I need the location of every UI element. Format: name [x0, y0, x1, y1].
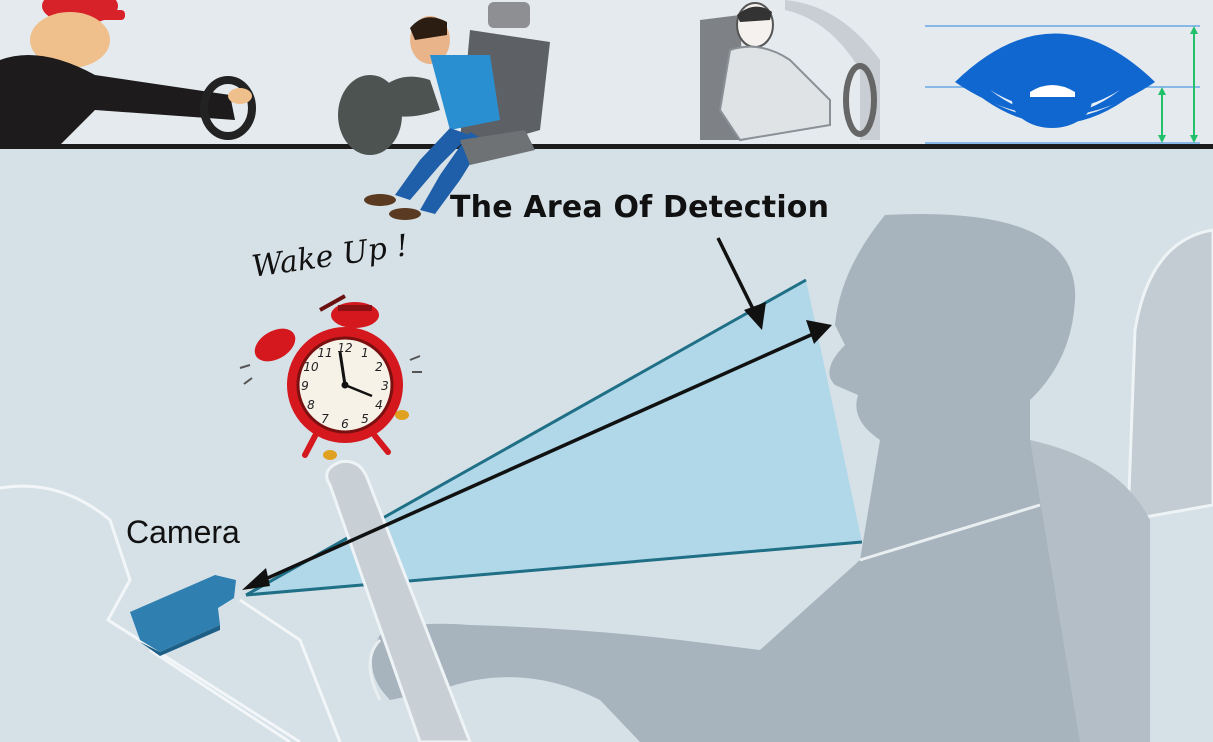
detection-pointer-arrow: [716, 237, 766, 330]
seatbelt-line: [859, 503, 1041, 562]
drowsy-driver-illustration-1: [0, 0, 256, 145]
clock-numeral: 10: [303, 360, 319, 374]
top-strip-divider: [0, 144, 1213, 149]
area-of-detection-label: The Area Of Detection: [450, 190, 830, 225]
clock-numeral: 7: [321, 412, 329, 426]
clock-numeral: 2: [375, 360, 383, 374]
clock-numeral: 1: [361, 346, 369, 360]
arm-outline: [368, 638, 382, 701]
clock-numeral: 9: [301, 379, 309, 393]
clock-numeral: 6: [341, 417, 349, 431]
clock-numeral: 12: [337, 341, 352, 355]
clock-numeral: 11: [317, 346, 332, 360]
distance-arrow: [242, 320, 832, 590]
eye-closure-illustration: [925, 25, 1200, 144]
steering-column: [325, 459, 472, 742]
camera-label: Camera: [126, 514, 240, 550]
drowsy-driver-illustration-3: [700, 0, 880, 142]
dashboard-outline: [0, 484, 342, 742]
camera-device: [130, 575, 236, 656]
detection-beam: [245, 278, 863, 597]
clock-numeral: 8: [307, 398, 315, 412]
drowsy-driver-illustration-2: [338, 2, 550, 220]
clock-numeral: 5: [361, 412, 369, 426]
seat-silhouette: [1126, 228, 1213, 522]
clock-numeral: 4: [375, 398, 383, 412]
clock-numeral: 3: [381, 379, 389, 393]
clock-face-numerals: 12 1 2 3 4 5 6 7 8 9 10 11: [301, 341, 389, 431]
alarm-clock-icon: 12 1 2 3 4 5 6 7 8 9 10 11: [239, 294, 422, 460]
driver-silhouette: [372, 214, 1150, 742]
